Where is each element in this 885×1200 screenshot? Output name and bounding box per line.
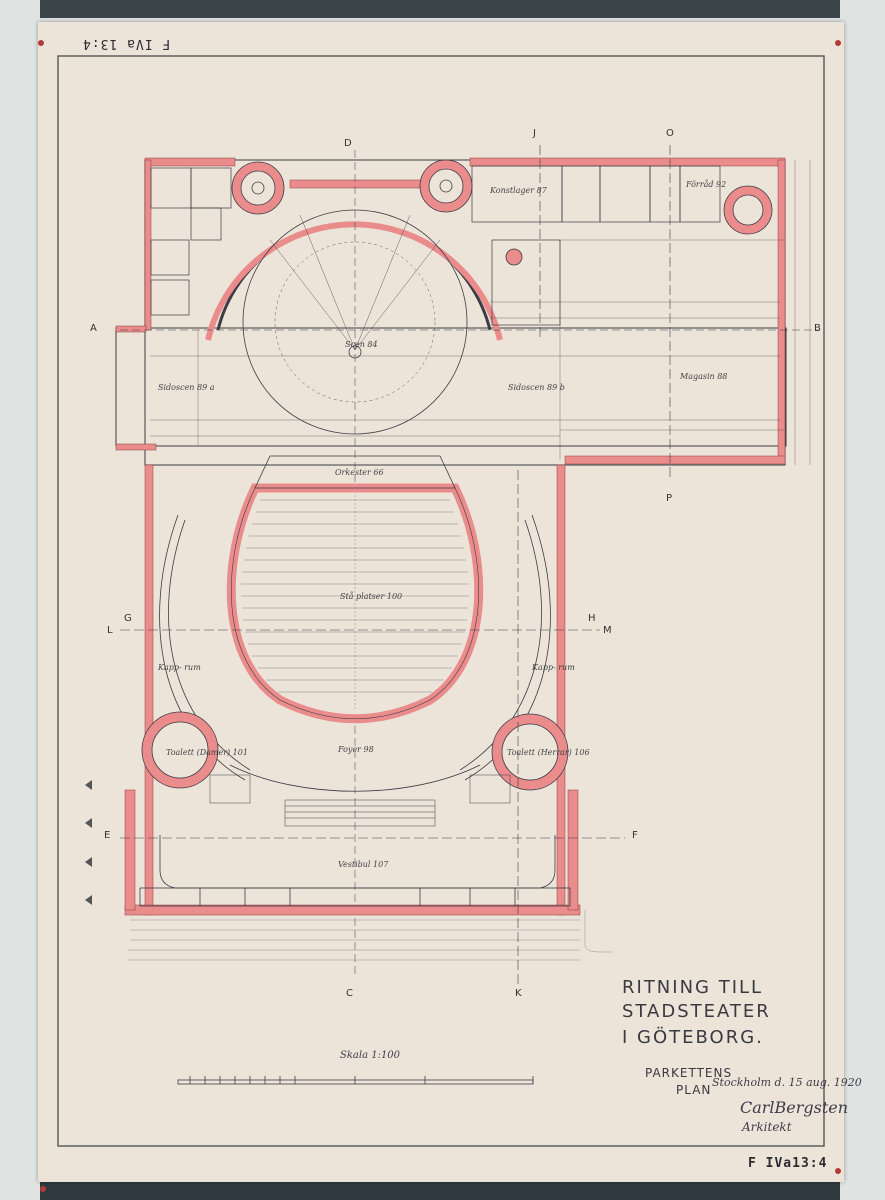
signature-title: Arkitekt bbox=[742, 1120, 792, 1134]
stair-towers bbox=[231, 159, 773, 266]
section-marker-m: M bbox=[603, 625, 612, 636]
room-toalett-damer: Toalett (Damer) 101 bbox=[166, 748, 248, 757]
title-line-1: RITNING TILL bbox=[622, 977, 764, 998]
room-sidoscen-b: Sidoscen 89 b bbox=[508, 383, 565, 392]
scale-bar bbox=[177, 1076, 534, 1085]
rooms-top-right bbox=[471, 165, 721, 326]
archive-code-bottom: F IVa13:4 bbox=[748, 1156, 828, 1171]
section-marker-d: D bbox=[344, 138, 352, 149]
section-lines bbox=[120, 145, 671, 985]
vestibule bbox=[139, 835, 571, 907]
section-marker-o: O bbox=[666, 128, 674, 139]
drawing-frame bbox=[57, 55, 825, 1147]
seat-rows bbox=[241, 495, 469, 710]
pin-top-left bbox=[38, 40, 44, 46]
orchestra-pit bbox=[254, 455, 456, 489]
room-orkester: Orkester 66 bbox=[335, 468, 384, 477]
plan-title-1: PARKETTENS bbox=[645, 1066, 733, 1080]
foyer-stairs bbox=[209, 774, 511, 827]
dressing-rooms-left bbox=[150, 167, 232, 316]
room-salong: Stå platser 100 bbox=[340, 592, 403, 601]
wall-background-left bbox=[0, 0, 40, 1200]
section-marker-a: A bbox=[90, 323, 97, 334]
room-forrad: Förråd 92 bbox=[686, 180, 727, 189]
section-marker-l: L bbox=[107, 625, 113, 636]
dimension-lines bbox=[150, 160, 811, 465]
room-vestibul: Vestibul 107 bbox=[338, 860, 389, 869]
section-marker-f: F bbox=[632, 830, 638, 841]
wall-background-right bbox=[840, 0, 885, 1200]
title-line-3: I GÖTEBORG. bbox=[622, 1027, 764, 1048]
room-kapprum-right: Kapp- rum bbox=[532, 663, 575, 672]
facade-markers bbox=[85, 780, 92, 905]
stage-rotunda bbox=[120, 150, 820, 975]
pin-bottom-left bbox=[40, 1186, 46, 1192]
entrance-steps bbox=[128, 910, 612, 961]
place-date: Stockholm d. 15 aug. 1920 bbox=[712, 1076, 862, 1089]
section-marker-k: K bbox=[515, 988, 522, 999]
room-foyer: Foyer 98 bbox=[338, 745, 374, 754]
room-magasin: Magasin 88 bbox=[680, 372, 728, 381]
pin-top-right bbox=[835, 40, 841, 46]
plan-title-2: PLAN bbox=[676, 1083, 712, 1097]
section-marker-h: H bbox=[588, 613, 596, 624]
room-sidoscen-a: Sidoscen 89 a bbox=[158, 383, 215, 392]
title-line-2: STADSTEATER bbox=[622, 1001, 771, 1022]
section-marker-g: G bbox=[124, 613, 132, 624]
signature: CarlBergsten bbox=[740, 1098, 849, 1117]
room-scen: Scen 84 bbox=[345, 340, 378, 349]
scale-label: Skala 1:100 bbox=[340, 1050, 401, 1061]
section-marker-p: P bbox=[666, 493, 673, 504]
toilet-rotundas bbox=[141, 711, 569, 791]
section-marker-b: B bbox=[814, 323, 821, 334]
wall-dark-strip bbox=[0, 0, 885, 18]
section-marker-j: J bbox=[533, 128, 536, 139]
room-konstlager: Konstlager 87 bbox=[490, 186, 547, 195]
auditorium-walls bbox=[124, 464, 581, 916]
archive-code-top: F IVa 13:4 bbox=[82, 36, 171, 51]
section-marker-e: E bbox=[104, 830, 111, 841]
pin-bottom-right bbox=[835, 1168, 841, 1174]
room-toalett-herrar: Toalett (Herrar) 106 bbox=[507, 748, 590, 757]
room-kapprum-left: Kapp- rum bbox=[158, 663, 201, 672]
section-marker-c: C bbox=[346, 988, 353, 999]
